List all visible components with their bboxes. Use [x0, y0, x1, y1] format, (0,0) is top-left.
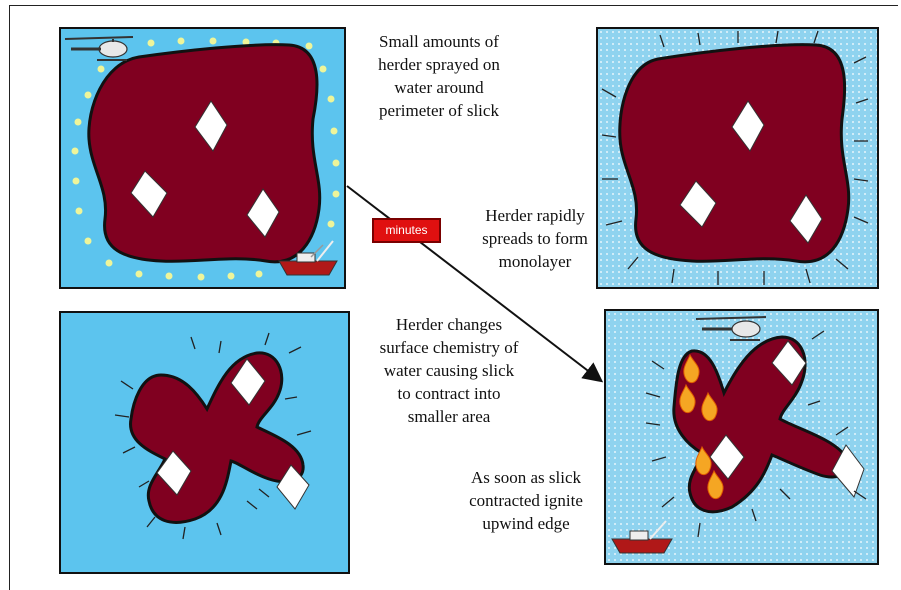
caption-line: water around — [350, 76, 528, 99]
caption-line: Herder changes — [355, 313, 543, 336]
caption-line: smaller area — [355, 405, 543, 428]
caption-line: water causing slick — [355, 359, 543, 382]
caption-line: As soon as slick — [448, 466, 604, 489]
caption-line: contracted ignite — [448, 489, 604, 512]
caption-line: spreads to form — [460, 227, 610, 250]
caption-line: upwind edge — [448, 512, 604, 535]
caption-line: herder sprayed on — [350, 53, 528, 76]
caption-line: Herder rapidly — [460, 204, 610, 227]
caption-line: perimeter of slick — [350, 99, 528, 122]
caption-step3: Herder changes surface chemistry of wate… — [355, 313, 543, 428]
caption-line: Small amounts of — [350, 30, 528, 53]
caption-step2: Herder rapidly spreads to form monolayer — [460, 204, 610, 273]
minutes-badge: minutes — [372, 218, 441, 243]
caption-step1: Small amounts of herder sprayed on water… — [350, 30, 528, 122]
caption-line: to contract into — [355, 382, 543, 405]
caption-line: monolayer — [460, 250, 610, 273]
caption-line: surface chemistry of — [355, 336, 543, 359]
caption-step4: As soon as slick contracted ignite upwin… — [448, 466, 604, 535]
